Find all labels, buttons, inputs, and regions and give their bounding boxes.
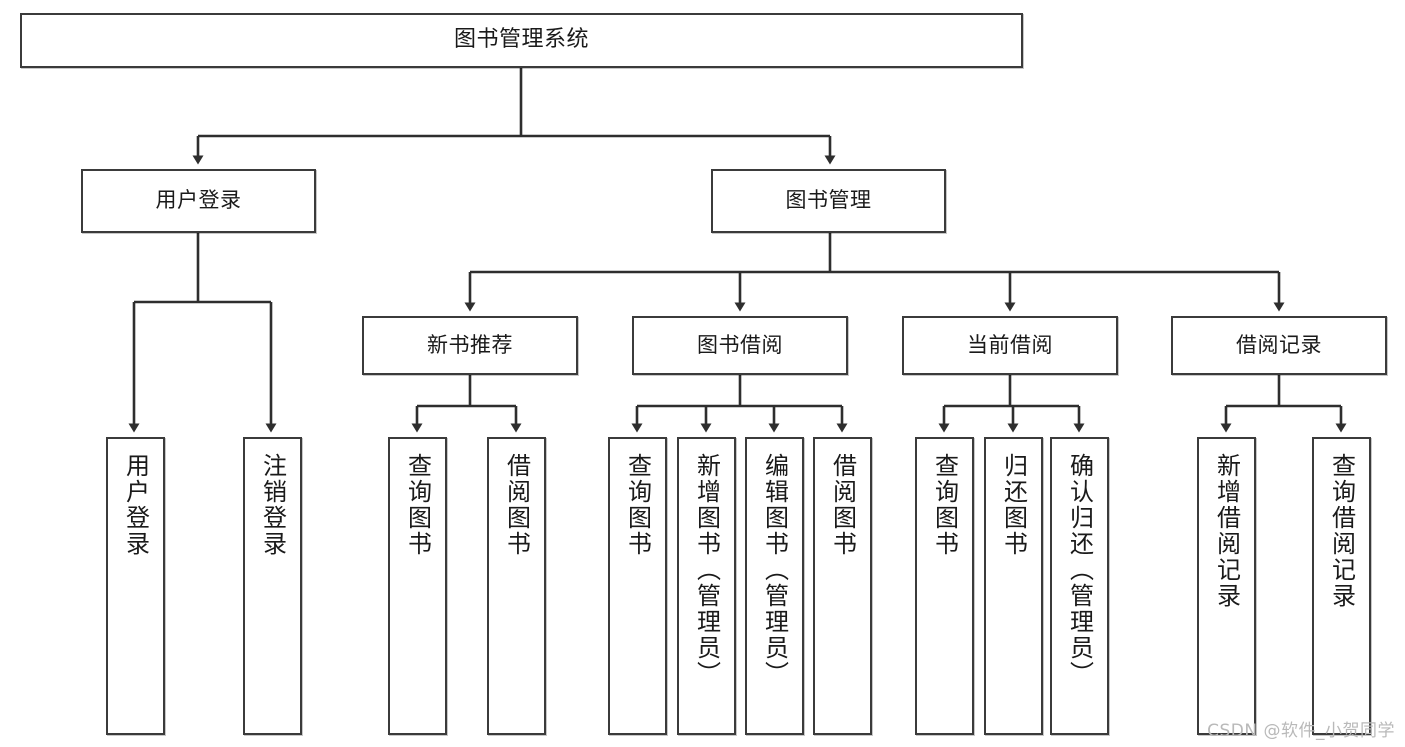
leaf-return-book-label: 归还图书 xyxy=(999,453,1028,557)
leaf-borrow-book[interactable]: 借阅图书 xyxy=(813,437,872,735)
node-book-borrow-label: 图书借阅 xyxy=(697,332,783,357)
leaf-borrow-book-label: 借阅图书 xyxy=(828,453,857,557)
leaf-add-borrow-record[interactable]: 新增借阅记录 xyxy=(1197,437,1256,735)
leaf-query-book-borrow-label: 查询图书 xyxy=(623,453,652,557)
leaf-add-book-label: 新增图书（管理员） xyxy=(692,453,721,687)
leaf-user-login[interactable]: 用户登录 xyxy=(106,437,165,735)
leaf-user-login-label: 用户登录 xyxy=(121,453,150,557)
leaf-query-book-rec-label: 查询图书 xyxy=(403,453,432,557)
leaf-query-book-current[interactable]: 查询图书 xyxy=(915,437,974,735)
leaf-logout-label: 注销登录 xyxy=(258,453,287,557)
node-current-borrow[interactable]: 当前借阅 xyxy=(902,316,1118,375)
leaf-query-borrow-record[interactable]: 查询借阅记录 xyxy=(1312,437,1371,735)
node-book-management[interactable]: 图书管理 xyxy=(711,169,946,233)
node-current-borrow-label: 当前借阅 xyxy=(967,332,1053,357)
leaf-edit-book-label: 编辑图书（管理员） xyxy=(760,453,789,687)
leaf-confirm-return[interactable]: 确认归还（管理员） xyxy=(1050,437,1109,735)
leaf-query-borrow-record-label: 查询借阅记录 xyxy=(1327,453,1356,609)
leaf-confirm-return-label: 确认归还（管理员） xyxy=(1065,453,1094,687)
leaf-add-book[interactable]: 新增图书（管理员） xyxy=(677,437,736,735)
node-book-management-label: 图书管理 xyxy=(785,188,872,213)
node-user-login[interactable]: 用户登录 xyxy=(81,169,316,233)
leaf-query-book-borrow[interactable]: 查询图书 xyxy=(608,437,667,735)
node-new-book-recommend-label: 新书推荐 xyxy=(427,332,513,357)
leaf-query-book-current-label: 查询图书 xyxy=(930,453,959,557)
leaf-add-borrow-record-label: 新增借阅记录 xyxy=(1212,453,1241,609)
leaf-return-book[interactable]: 归还图书 xyxy=(984,437,1043,735)
node-borrow-records[interactable]: 借阅记录 xyxy=(1171,316,1387,375)
leaf-logout[interactable]: 注销登录 xyxy=(243,437,302,735)
node-root-label: 图书管理系统 xyxy=(453,27,589,53)
node-new-book-recommend[interactable]: 新书推荐 xyxy=(362,316,578,375)
node-borrow-records-label: 借阅记录 xyxy=(1236,332,1322,357)
leaf-edit-book[interactable]: 编辑图书（管理员） xyxy=(745,437,804,735)
node-user-login-label: 用户登录 xyxy=(155,188,242,213)
leaf-query-book-rec[interactable]: 查询图书 xyxy=(388,437,447,735)
leaf-borrow-book-rec-label: 借阅图书 xyxy=(502,453,531,557)
csdn-watermark: CSDN @软件_小贺同学 xyxy=(1207,721,1395,741)
node-book-borrow[interactable]: 图书借阅 xyxy=(632,316,848,375)
node-root[interactable]: 图书管理系统 xyxy=(20,13,1023,68)
leaf-borrow-book-rec[interactable]: 借阅图书 xyxy=(487,437,546,735)
